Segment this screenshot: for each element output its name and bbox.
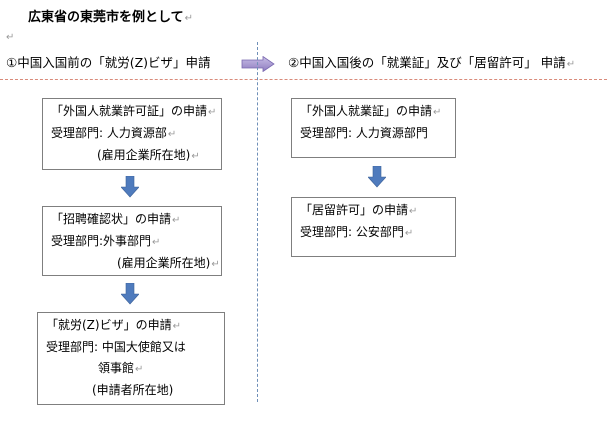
page-title: 広東省の東莞市を例として↵ bbox=[28, 6, 193, 25]
paragraph-mark-icon: ↵ bbox=[184, 13, 194, 24]
right-arrow-icon bbox=[241, 56, 275, 72]
step-location: (申請者所在地) bbox=[92, 383, 174, 397]
paragraph-mark-icon: ↵ bbox=[566, 59, 576, 70]
step-title: 「招聘確認状」の申請↵ bbox=[51, 212, 181, 226]
step-department: 受理部門: 公安部門↵ bbox=[300, 225, 414, 239]
left-heading-text: ①中国入国前の「就労(Z)ビザ」申請 bbox=[6, 55, 211, 70]
step-location: (雇用企業所在地)↵ bbox=[117, 256, 220, 270]
step-title: 「外国人就業証」の申請↵ bbox=[300, 104, 442, 118]
step-box-employment-certificate: 「外国人就業証」の申請↵ 受理部門: 人力資源部門 bbox=[291, 98, 456, 158]
paragraph-mark-icon: ↵ bbox=[6, 32, 15, 43]
step-title: 「就労(Z)ビザ」の申請↵ bbox=[46, 318, 181, 332]
step-department: 受理部門: 人力資源部↵ bbox=[51, 126, 177, 140]
title-text: 広東省の東莞市を例として bbox=[28, 10, 184, 25]
step-department: 受理部門: 人力資源部門 bbox=[300, 126, 428, 140]
step-box-z-visa: 「就労(Z)ビザ」の申請↵ 受理部門: 中国大使館又は 領事館↵ (申請者所在地… bbox=[37, 312, 225, 405]
down-arrow-icon bbox=[121, 176, 139, 198]
step-department-cont: 領事館↵ bbox=[98, 361, 144, 375]
left-section-heading: ①中国入国前の「就労(Z)ビザ」申請 bbox=[6, 52, 211, 71]
right-section-heading: ②中国入国後の「就業証」及び「居留許可」 申請↵ bbox=[288, 52, 575, 71]
right-heading-text: ②中国入国後の「就業証」及び「居留許可」 申請 bbox=[288, 55, 566, 70]
down-arrow-icon bbox=[121, 283, 139, 305]
step-location: (雇用企業所在地)↵ bbox=[97, 148, 200, 162]
step-box-residence-permit: 「居留許可」の申請↵ 受理部門: 公安部門↵ bbox=[291, 197, 456, 257]
vertical-divider bbox=[257, 42, 258, 402]
down-arrow-icon bbox=[368, 166, 386, 188]
step-box-invitation-letter: 「招聘確認状」の申請↵ 受理部門:外事部門↵ (雇用企業所在地)↵ bbox=[42, 206, 222, 276]
horizontal-divider bbox=[0, 79, 607, 80]
step-box-work-permit: 「外国人就業許可証」の申請↵ 受理部門: 人力資源部↵ (雇用企業所在地)↵ bbox=[42, 98, 222, 170]
step-title: 「外国人就業許可証」の申請↵ bbox=[51, 104, 217, 118]
step-department: 受理部門: 中国大使館又は bbox=[46, 340, 186, 354]
step-department: 受理部門:外事部門↵ bbox=[51, 234, 161, 248]
step-title: 「居留許可」の申請↵ bbox=[300, 203, 418, 217]
